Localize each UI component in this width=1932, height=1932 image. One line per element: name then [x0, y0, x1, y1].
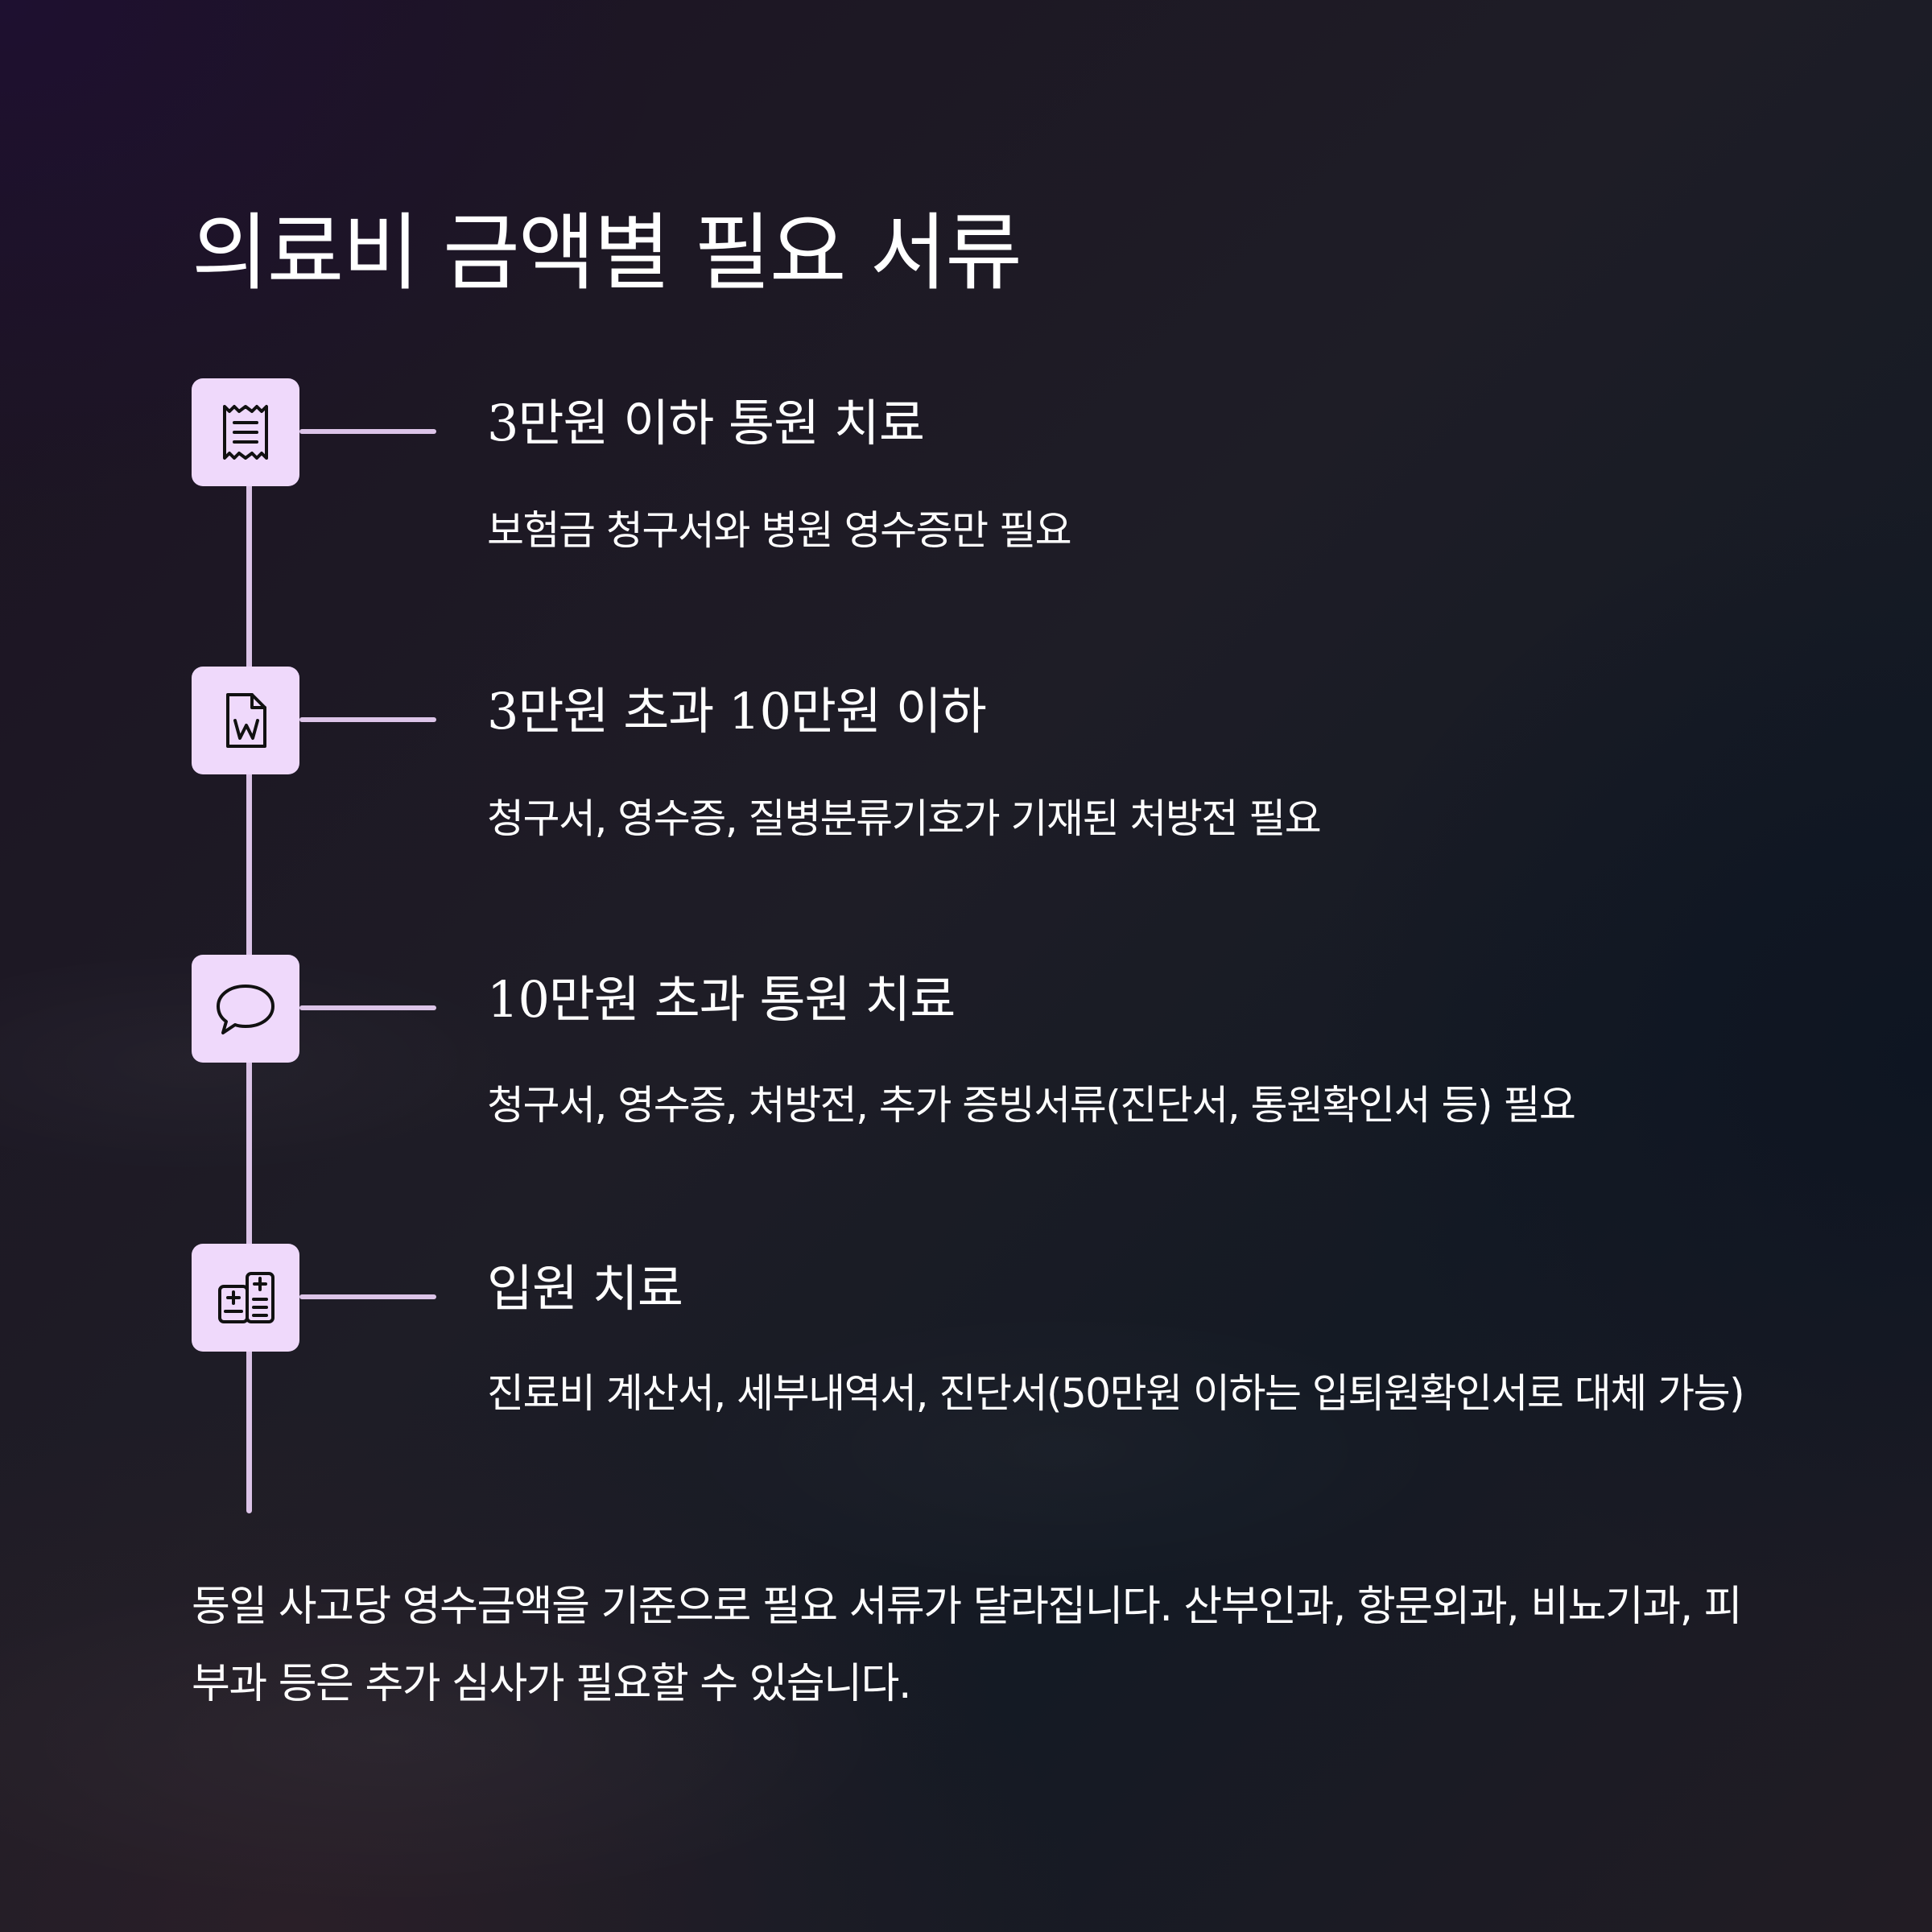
item-description-2: 청구서, 영수증, 질병분류기호가 기재된 처방전 필요 [487, 795, 1322, 842]
timeline-icon-box-4 [192, 1244, 299, 1352]
item-description-1: 보험금 청구서와 병원 영수증만 필요 [487, 507, 1072, 554]
connector-2 [299, 717, 436, 722]
timeline-icon-box-2 [192, 667, 299, 774]
item-description-3: 청구서, 영수증, 처방전, 추가 증빙서류(진단서, 통원확인서 등) 필요 [487, 1082, 1576, 1129]
timeline-icon-box-3 [192, 955, 299, 1063]
connector-4 [299, 1294, 436, 1299]
item-description-4: 진료비 계산서, 세부내역서, 진단서(50만원 이하는 입퇴원확인서로 대체 … [487, 1370, 1745, 1417]
chat-bubble-icon [217, 985, 275, 1034]
word-document-icon [226, 693, 266, 748]
calculator-icon [218, 1272, 275, 1323]
timeline-icon-box-1 [192, 378, 299, 486]
item-title-3: 10만원 초과 통원 치료 [487, 970, 956, 1029]
item-title-4: 입원 치료 [487, 1259, 683, 1318]
page-title: 의료비 금액별 필요 서류 [192, 204, 1022, 302]
footer-note: 동일 사고당 영수금액을 기준으로 필요 서류가 달라집니다. 산부인과, 항문… [192, 1583, 1743, 1708]
item-title-2: 3만원 초과 10만원 이하 [487, 682, 987, 741]
receipt-icon [223, 405, 268, 460]
connector-1 [299, 429, 436, 434]
connector-3 [299, 1005, 436, 1010]
item-title-1: 3만원 이하 통원 치료 [487, 394, 925, 452]
